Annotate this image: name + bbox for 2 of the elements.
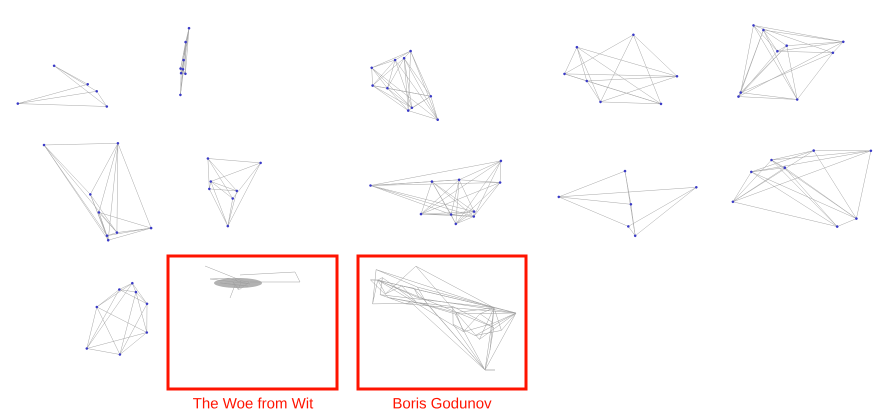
frame-label: The Woe from Wit	[193, 398, 314, 409]
frame-label: Boris Godunov	[394, 398, 492, 409]
